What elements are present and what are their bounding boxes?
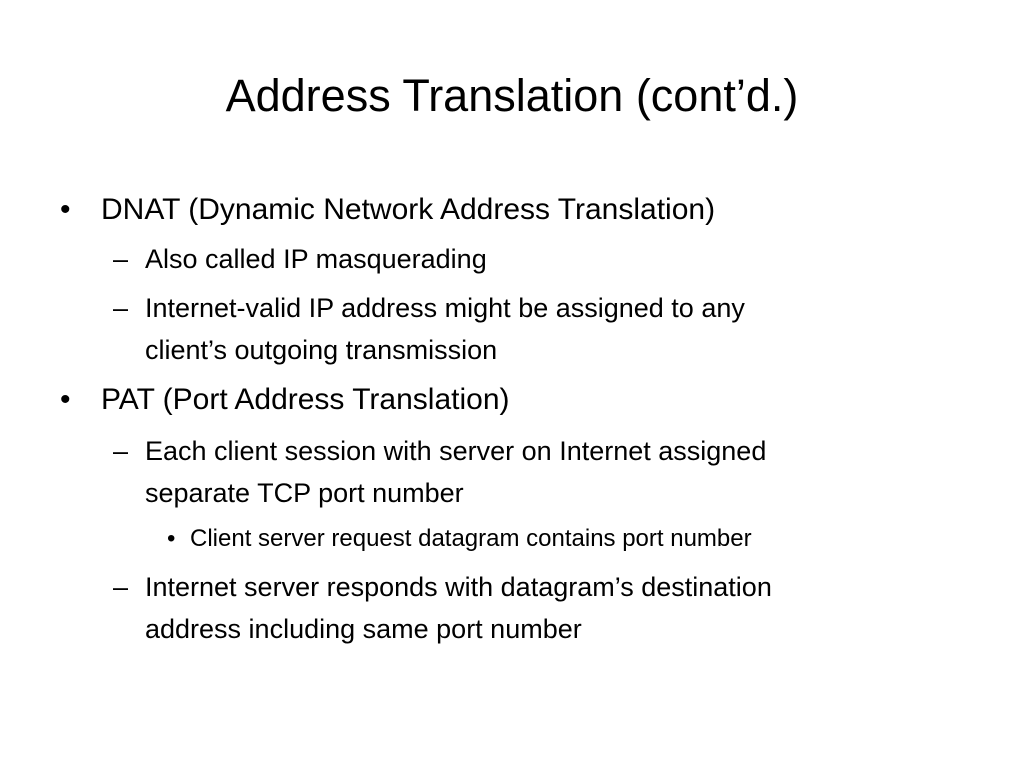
slide-title: Address Translation (cont’d.)	[225, 70, 799, 121]
sub-bullet-server-responds-line2: address including same port number	[145, 614, 582, 644]
bullet-marker: •	[60, 193, 71, 226]
dash-marker: –	[113, 293, 129, 323]
dash-marker: –	[113, 244, 129, 274]
sub-bullet-client-session-line2: separate TCP port number	[145, 478, 464, 508]
bullet-marker: •	[167, 525, 176, 552]
bullet-marker: •	[60, 383, 71, 416]
dash-marker: –	[113, 572, 129, 602]
bullet-dnat: DNAT (Dynamic Network Address Translatio…	[101, 193, 716, 226]
sub-bullet-internet-valid-line1: Internet-valid IP address might be assig…	[145, 293, 745, 323]
sub-bullet-internet-valid-line2: client’s outgoing transmission	[145, 335, 498, 365]
sub-sub-bullet-request-datagram: Client server request datagram contains …	[190, 525, 752, 552]
bullet-pat: PAT (Port Address Translation)	[101, 383, 510, 416]
sub-bullet-masquerading: Also called IP masquerading	[145, 244, 487, 274]
sub-bullet-client-session-line1: Each client session with server on Inter…	[145, 436, 767, 466]
dash-marker: –	[113, 436, 129, 466]
sub-bullet-server-responds-line1: Internet server responds with datagram’s…	[145, 572, 772, 602]
